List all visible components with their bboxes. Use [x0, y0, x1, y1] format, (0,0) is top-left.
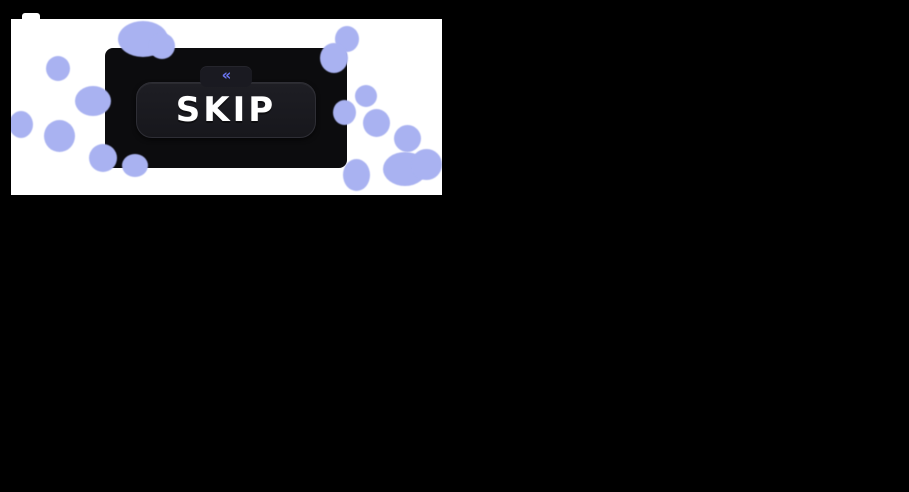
paint-blob [320, 43, 348, 73]
paint-blob [122, 154, 148, 177]
skip-button[interactable]: SKIP [136, 82, 316, 138]
paint-blob [343, 159, 370, 191]
card-notch [22, 13, 40, 21]
paint-blob [333, 100, 356, 125]
paint-blob [411, 149, 442, 180]
skip-button-label: SKIP [175, 90, 277, 130]
paint-blob [11, 111, 33, 138]
paint-blob [44, 120, 75, 152]
paint-blob [149, 33, 175, 59]
rewind-tab[interactable]: « [200, 66, 252, 87]
double-chevron-left-icon: « [221, 66, 232, 84]
skip-panel: « SKIP [105, 48, 347, 168]
paint-blob [363, 109, 390, 137]
paint-blob [89, 144, 117, 172]
ad-card: « SKIP [11, 19, 442, 195]
paint-blob [46, 56, 70, 81]
paint-blob [75, 86, 111, 116]
paint-blob [394, 125, 421, 152]
paint-blob [355, 85, 377, 107]
